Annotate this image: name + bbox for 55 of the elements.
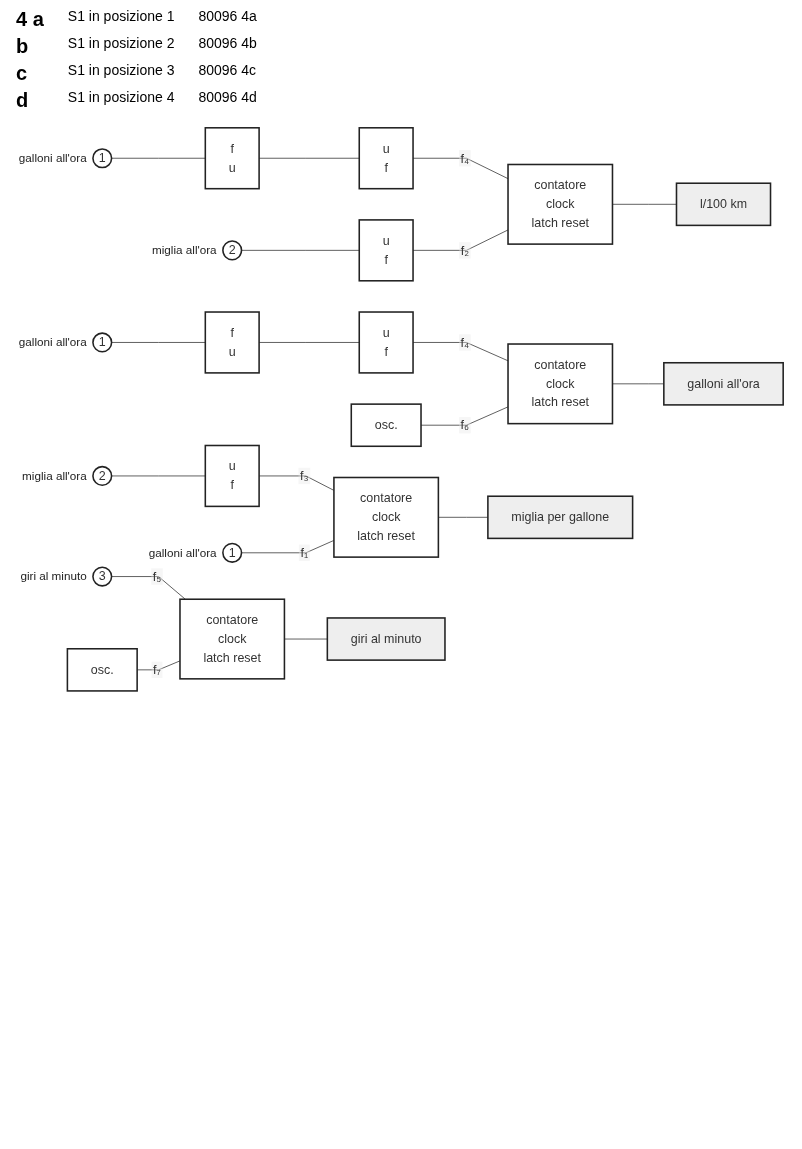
edge-label: f₃ [300, 469, 309, 484]
switch-position-note: S1 in posizione 4 [67, 89, 175, 107]
node-box: miglia per gallone [487, 495, 634, 540]
figure-number: 80096 4c [198, 62, 257, 80]
input-quantity-label: miglia all'ora [22, 468, 87, 482]
node-box: osc. [350, 403, 422, 448]
input-quantity-label: galloni all'ora [18, 335, 87, 349]
node-circle: 1 [92, 332, 113, 353]
node-box: contatore clock latch reset [507, 163, 614, 245]
connector [284, 638, 328, 640]
node-box: contatore clock latch reset [333, 476, 440, 558]
node-box: u f [204, 444, 260, 508]
node-box: giri al minuto [326, 617, 446, 661]
node-box: u f [358, 311, 414, 374]
node-circle: 2 [222, 240, 243, 261]
connector [111, 475, 206, 477]
node-box: f u [204, 311, 260, 374]
node-circle: 1 [222, 542, 243, 563]
node-box: contatore clock latch reset [179, 598, 286, 680]
connector [111, 157, 206, 159]
edge-label: f₇ [153, 663, 161, 678]
figure-label: b [16, 35, 30, 58]
edge-label: f₄ [460, 151, 470, 166]
switch-position-note: S1 in posizione 1 [67, 8, 175, 26]
node-box: u f [358, 127, 414, 190]
figure-label: 4 a [16, 8, 44, 31]
switch-position-note: S1 in posizione 2 [67, 35, 175, 53]
figure-label: c [16, 62, 29, 85]
node-box: contatore clock latch reset [507, 343, 614, 425]
node-circle: 1 [92, 148, 113, 169]
node-box: galloni all'ora [663, 362, 784, 406]
connector [241, 249, 360, 251]
switch-position-note: S1 in posizione 3 [67, 62, 175, 80]
connector [111, 576, 186, 600]
node-circle: 3 [92, 566, 113, 587]
input-quantity-label: galloni all'ora [148, 545, 217, 559]
node-circle: 2 [92, 465, 113, 487]
input-quantity-label: galloni all'ora [18, 151, 87, 165]
edge-label: f₁ [300, 546, 309, 561]
connector [111, 342, 206, 343]
edge-label: f₄ [460, 335, 470, 350]
input-quantity-label: giri al minuto [20, 569, 87, 583]
edge-label: f₅ [152, 569, 162, 584]
figure-number: 80096 4a [198, 8, 257, 26]
node-box: f u [204, 127, 260, 190]
figure-number: 80096 4d [198, 89, 257, 107]
edge-label: f₂ [460, 243, 470, 258]
input-quantity-label: miglia all'ora [152, 243, 217, 257]
node-box: osc. [66, 648, 138, 692]
edge-label: f₆ [460, 418, 470, 433]
figure-number: 80096 4b [198, 35, 257, 53]
node-box: l/100 km [675, 182, 772, 227]
connector [612, 203, 677, 205]
node-box: u f [358, 219, 414, 282]
figure-label: d [16, 89, 30, 112]
